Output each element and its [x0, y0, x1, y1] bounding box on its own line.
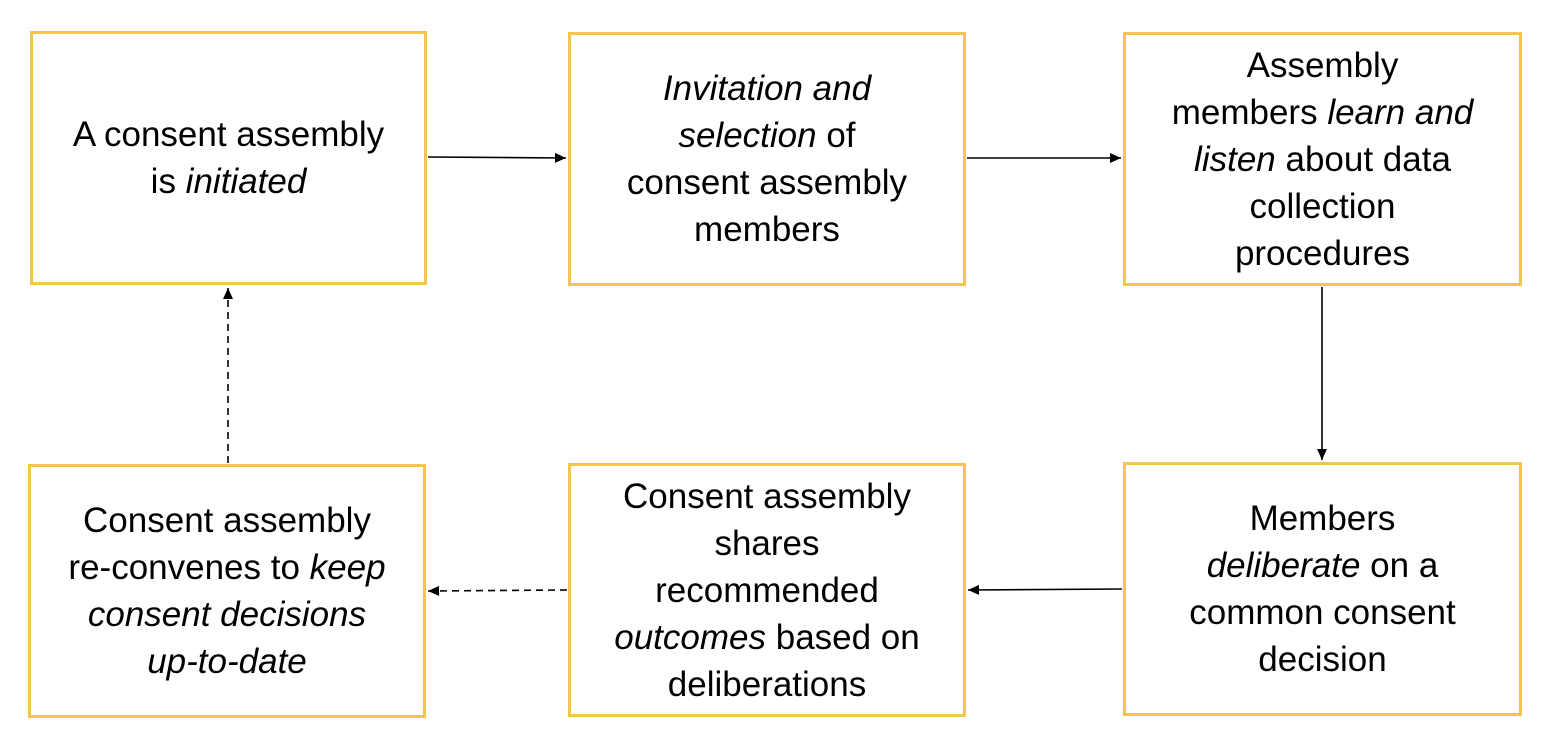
step-text-line: consent assembly	[627, 159, 907, 206]
plain-text: common consent	[1189, 593, 1456, 632]
plain-text: recommended	[655, 570, 879, 610]
step-text-line: members learn and	[1172, 89, 1474, 136]
plain-text: Assembly	[1246, 45, 1399, 85]
step-text-line: re-convenes to keep	[68, 544, 385, 591]
plain-text: procedures	[1234, 233, 1411, 273]
step-text: Invitation and selection of consent assemb…	[627, 65, 907, 253]
plain-text: on a	[1360, 546, 1439, 585]
emphasis-text: deliberate	[1206, 546, 1361, 585]
arrowhead-invitation	[554, 152, 566, 163]
emphasis-text: initiated	[185, 162, 307, 201]
plain-text: A consent assembly	[72, 115, 385, 154]
plain-text: of	[816, 116, 856, 155]
step-text-line: collection	[1172, 183, 1474, 230]
plain-text: members	[1171, 92, 1328, 132]
plain-text: is	[150, 162, 186, 201]
step-box-reconvene: Consent assembly re-convenes to keep conse…	[28, 464, 426, 718]
step-text-line: A consent assembly	[73, 111, 384, 158]
step-text-line: Assembly	[1172, 42, 1474, 89]
emphasis-text: listen	[1194, 139, 1276, 179]
emphasis-text: selection	[678, 116, 817, 155]
arrowhead-reconvene	[428, 585, 440, 596]
step-text-line: selection of	[627, 112, 907, 159]
step-text-line: common consent	[1189, 589, 1456, 636]
step-box-initiated: A consent assembly is initiated	[30, 31, 427, 285]
step-text-line: Members	[1189, 495, 1456, 542]
step-text-line: is initiated	[73, 158, 384, 205]
arrowhead-learn-listen	[1110, 153, 1121, 163]
step-text-line: deliberate on a	[1189, 542, 1456, 589]
emphasis-text: outcomes	[614, 617, 766, 657]
arrowhead-outcomes	[968, 584, 980, 595]
plain-text: re-convenes to	[68, 548, 310, 587]
step-text-line: procedures	[1172, 230, 1474, 277]
arrowhead-deliberate	[1317, 449, 1327, 460]
step-box-invitation: Invitation and selection of consent assemb…	[568, 32, 966, 286]
plain-text: Members	[1249, 499, 1396, 538]
emphasis-text: Invitation and	[662, 69, 872, 108]
plain-text: Consent assembly	[623, 476, 911, 516]
connector-initiated-to-invitation	[427, 156, 567, 159]
arrowhead-initiated	[223, 288, 233, 299]
plain-text: consent assembly	[626, 163, 908, 202]
step-text-line: Consent assembly	[68, 497, 385, 544]
step-text-line: up-to-date	[68, 638, 385, 685]
plain-text: members	[694, 210, 840, 249]
step-text-line: shares	[614, 520, 920, 567]
step-text-line: decision	[1189, 636, 1456, 683]
plain-text: Consent assembly	[83, 501, 371, 540]
plain-text: collection	[1249, 186, 1396, 226]
step-text: A consent assembly is initiated	[73, 111, 384, 205]
step-text: Members deliberate on a common consent deci…	[1189, 495, 1456, 683]
step-text: Consent assembly re-convenes to keep conse…	[68, 497, 385, 685]
step-text-line: members	[627, 206, 907, 253]
plain-text: decision	[1258, 640, 1387, 679]
step-box-deliberate: Members deliberate on a common consent deci…	[1123, 462, 1522, 716]
plain-text: about data	[1275, 139, 1451, 179]
step-text-line: Invitation and	[627, 65, 907, 112]
step-text-line: deliberations	[614, 661, 920, 708]
emphasis-text: up-to-date	[147, 642, 307, 681]
step-text-line: recommended	[614, 567, 920, 614]
emphasis-text: consent decisions	[87, 595, 367, 634]
emphasis-text: learn and	[1327, 92, 1474, 132]
emphasis-text: keep	[309, 548, 386, 587]
connector-outcomes-to-reconvene	[427, 589, 568, 592]
step-text-line: listen about data	[1172, 136, 1474, 183]
plain-text: deliberations	[667, 664, 867, 704]
step-text-line: outcomes based on	[614, 614, 920, 661]
step-text-line: consent decisions	[68, 591, 385, 638]
plain-text: based on	[766, 617, 920, 657]
connector-deliberate-to-outcomes	[967, 588, 1123, 591]
step-text-line: Consent assembly	[614, 473, 920, 520]
plain-text: shares	[714, 523, 820, 563]
